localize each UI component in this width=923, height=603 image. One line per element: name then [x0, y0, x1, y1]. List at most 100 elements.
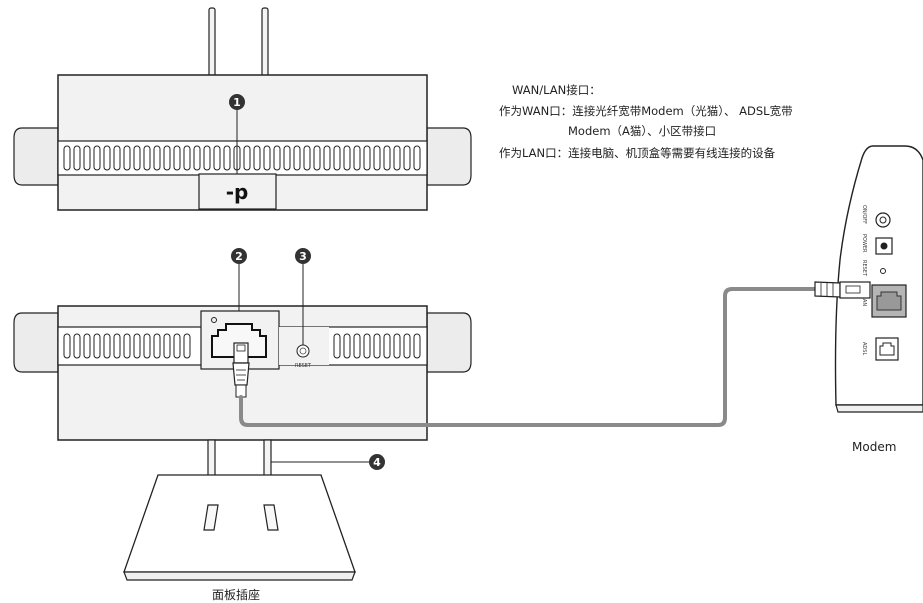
vent-slot — [353, 333, 361, 359]
modem-rj45-plug — [839, 281, 871, 299]
panel-socket: 4 — [123, 439, 385, 581]
modem-reset-icon — [880, 268, 886, 274]
callout-3-number: 3 — [299, 250, 307, 263]
modem-label: Modem — [852, 440, 897, 454]
rj45-boot — [232, 362, 250, 386]
vent-slot — [193, 145, 201, 171]
rj45-plug — [233, 342, 249, 364]
vent-slot — [83, 145, 91, 171]
note-wan-line: 作为WAN口：连接光纤宽带Modem（光猫）、 ADSL宽带 — [499, 104, 793, 118]
vent-slot — [153, 333, 161, 359]
vent-slot — [383, 145, 391, 171]
vent-slot — [273, 145, 281, 171]
panel-socket-label: 面板插座 — [212, 588, 261, 602]
vent-slots-back — [63, 333, 421, 359]
vent-slot — [333, 333, 341, 359]
vent-slot — [163, 145, 171, 171]
vent-slot — [403, 145, 411, 171]
ethernet-port[interactable] — [211, 323, 267, 358]
callout-4-number: 4 — [373, 456, 381, 469]
callout-1-number: 1 — [233, 96, 241, 109]
vent-slot — [343, 145, 351, 171]
vent-slot — [103, 145, 111, 171]
vent-slot — [413, 145, 421, 171]
vent-slot — [363, 333, 371, 359]
vent-slot — [393, 145, 401, 171]
vent-slots-top — [63, 145, 421, 171]
modem-port-label-reset: RESET — [861, 260, 867, 277]
callout-4-badge — [369, 454, 385, 470]
vent-slot — [153, 145, 161, 171]
note-wan-line-cont: Modem（A猫）、小区带接口 — [568, 124, 717, 138]
device-top-view: -p 1 — [13, 7, 472, 211]
note-heading: WAN/LAN接口： — [512, 83, 601, 97]
vent-slot — [73, 333, 81, 359]
vent-slot — [73, 145, 81, 171]
vent-slot — [143, 145, 151, 171]
vent-slot — [63, 145, 71, 171]
vent-slot — [113, 333, 121, 359]
vent-slot — [403, 333, 411, 359]
modem-port-label-power: POWER — [861, 234, 867, 253]
modem-port-label-adsl: ADSL — [861, 342, 867, 355]
power-switch-icon[interactable] — [875, 212, 891, 228]
vent-slot — [173, 145, 181, 171]
logo-box — [198, 173, 277, 210]
vent-slot — [133, 333, 141, 359]
vent-slot — [393, 333, 401, 359]
vent-slot — [333, 145, 341, 171]
led-indicator — [211, 317, 217, 323]
modem-body — [834, 145, 923, 406]
socket-slot-left — [203, 504, 219, 531]
vent-slot — [163, 333, 171, 359]
callout-1-badge — [229, 94, 245, 110]
vent-slot — [113, 145, 121, 171]
vent-slot — [183, 333, 191, 359]
modem-rj45-boot — [814, 281, 841, 298]
vent-slot — [313, 145, 321, 171]
vent-slot — [243, 145, 251, 171]
modem-port-label-onoff: ON/OFF — [861, 205, 867, 224]
vent-slot — [363, 145, 371, 171]
vent-slot — [223, 145, 231, 171]
vent-slot — [373, 145, 381, 171]
vent-slot — [203, 145, 211, 171]
reset-button-inner — [299, 347, 307, 355]
vent-slot — [323, 145, 331, 171]
vent-slot — [213, 145, 221, 171]
vent-slot — [383, 333, 391, 359]
vent-slot — [133, 145, 141, 171]
modem-port-label-lan: LAN — [861, 296, 867, 306]
vent-slot — [353, 145, 361, 171]
socket-plate-edge — [123, 571, 356, 581]
vent-slot — [103, 333, 111, 359]
vent-slot — [373, 333, 381, 359]
vent-band-top — [57, 140, 428, 176]
socket-slot-right — [263, 504, 279, 531]
modem-device: ON/OFF POWER RESET LAN ADSL — [814, 145, 923, 413]
reset-label: RESET — [295, 363, 312, 369]
callout-2-number: 2 — [235, 250, 243, 263]
vent-slot — [283, 145, 291, 171]
antenna-right — [261, 7, 269, 79]
vent-slot — [123, 145, 131, 171]
side-knob-left — [13, 127, 59, 186]
antenna-left — [208, 7, 216, 79]
side-knob-left-back — [13, 312, 59, 373]
vent-slot — [173, 333, 181, 359]
vent-slot — [343, 333, 351, 359]
rj45-plug-clip — [236, 344, 246, 352]
vent-slot — [123, 333, 131, 359]
side-knob-right — [426, 127, 472, 186]
vent-slot — [183, 145, 191, 171]
network-cable — [239, 287, 817, 427]
vent-slot — [293, 145, 301, 171]
callout-2-badge — [231, 248, 247, 264]
vent-slot — [143, 333, 151, 359]
reset-button[interactable] — [296, 344, 310, 358]
note-lan-line: 作为LAN口：连接电脑、机顶盒等需要有线连接的设备 — [499, 146, 776, 160]
socket-plate — [123, 474, 356, 573]
vent-slot — [93, 145, 101, 171]
